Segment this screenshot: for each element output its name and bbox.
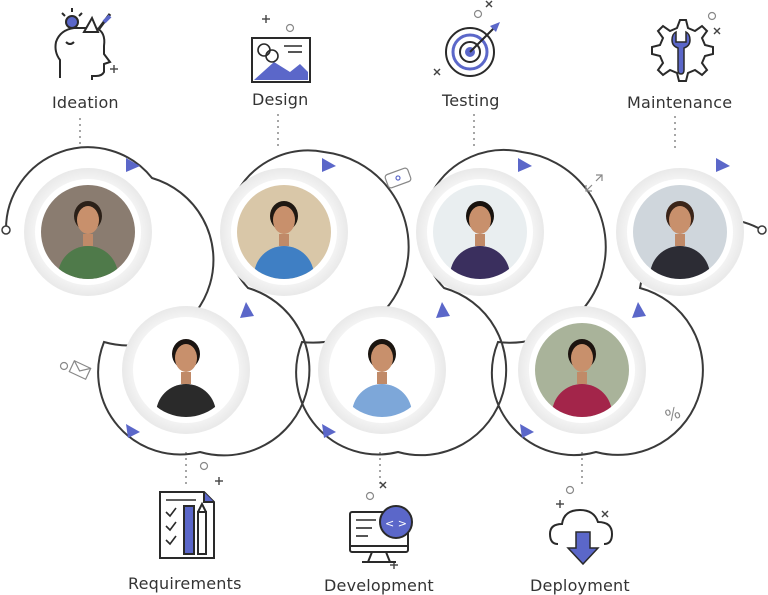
portrait-deployment [535,323,629,417]
cloud-download-icon [548,508,614,566]
deco-plus [556,500,564,508]
envelope-icon [68,359,92,381]
deco-x [433,68,441,76]
deco-circle [199,461,209,471]
stage-label-maintenance: Maintenance [627,93,733,112]
cycle-path [4,146,763,457]
arrow-8 [126,424,140,438]
stage-label-design: Design [252,90,309,109]
expand-arrows-icon [585,174,603,192]
deco-circle [473,9,483,19]
deco-x [379,481,387,489]
deco-circle [365,491,375,501]
portrait-ideation [41,185,135,279]
arrow-7 [632,302,646,318]
arrow-9 [322,424,336,438]
arrow-10 [520,424,534,438]
portrait-design [237,185,331,279]
deco-x [601,510,609,518]
stage-label-development: Development [324,576,434,595]
deco-circle [565,485,575,495]
deco-plus [215,477,223,485]
arrow-4 [716,158,730,172]
deco-circle [59,361,69,371]
stage-label-ideation: Ideation [52,93,119,112]
stage-label-deployment: Deployment [530,576,630,595]
portrait-development [335,323,429,417]
stage-label-testing: Testing [442,91,500,110]
path-start-dot [1,225,11,235]
phone-icon [384,167,412,189]
percent-icon: % [662,403,683,426]
deco-x [485,0,493,8]
stage-label-requirements: Requirements [128,574,242,593]
deco-circle [285,23,295,33]
deco-plus [110,65,118,73]
arrow-2 [322,158,336,172]
arrow-3 [518,158,532,172]
code-brackets-icon: < > [385,517,407,530]
checklist-pencil-icon [159,491,215,559]
deco-plus [262,15,270,23]
image-frame-icon [251,37,311,83]
arrow-6 [436,302,450,318]
path-end-dot [757,225,767,235]
arrow-5 [240,302,254,318]
portrait-maintenance [633,185,727,279]
gear-wrench-icon [651,19,714,82]
portrait-testing [433,185,527,279]
portrait-requirements [139,323,233,417]
arrow-1 [126,158,140,172]
deco-circle [707,11,717,21]
deco-x [713,27,721,35]
head-idea-icon [54,8,112,80]
monitor-code-icon [349,505,413,563]
target-dart-icon [445,22,500,77]
